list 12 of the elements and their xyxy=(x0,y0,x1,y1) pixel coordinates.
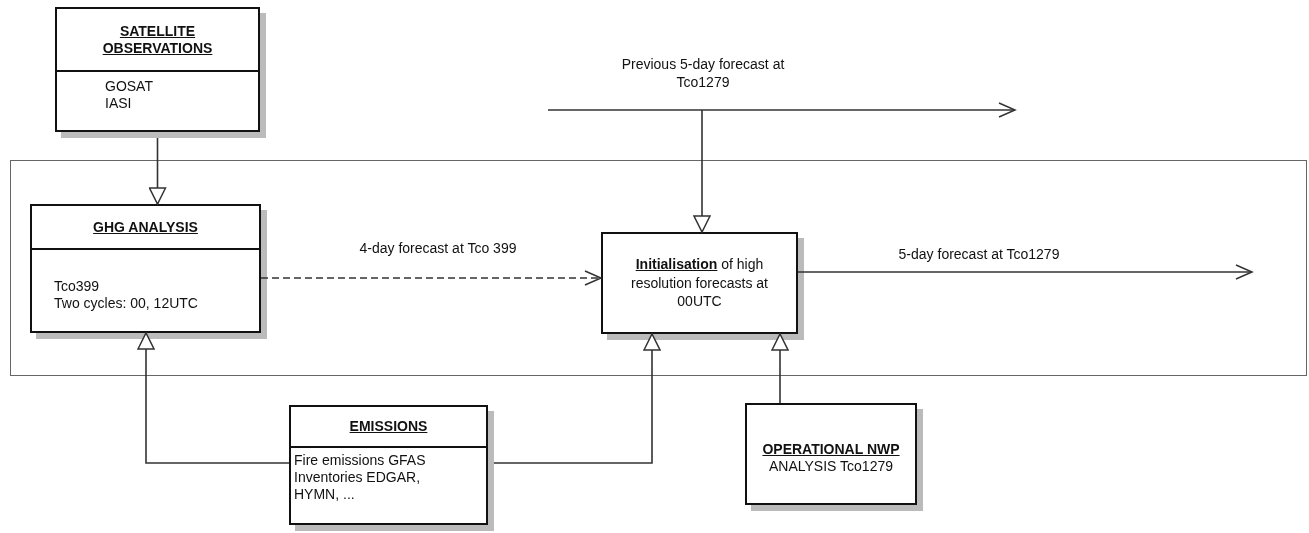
box-text: Two cycles: 00, 12UTC xyxy=(54,294,198,312)
box-text: GOSAT xyxy=(105,78,153,95)
box-text: Initialisation of high resolution forecasts at 00UTC xyxy=(630,254,769,312)
group-frame xyxy=(10,160,1307,376)
box-heading: EMISSIONS xyxy=(349,418,428,435)
box-text: Tco399 xyxy=(54,278,100,295)
box-heading: SATELLITE OBSERVATIONS xyxy=(101,23,214,56)
box-heading: GHG ANALYSIS xyxy=(93,218,198,236)
box-text: ANALYSIS Tco1279 xyxy=(769,457,893,475)
box-heading: OPERATIONAL NWP xyxy=(762,441,900,458)
box-text: Fire emissions GFAS Inventories EDGAR, HYMN, ... xyxy=(294,452,427,503)
box-text: IASI xyxy=(105,94,132,112)
